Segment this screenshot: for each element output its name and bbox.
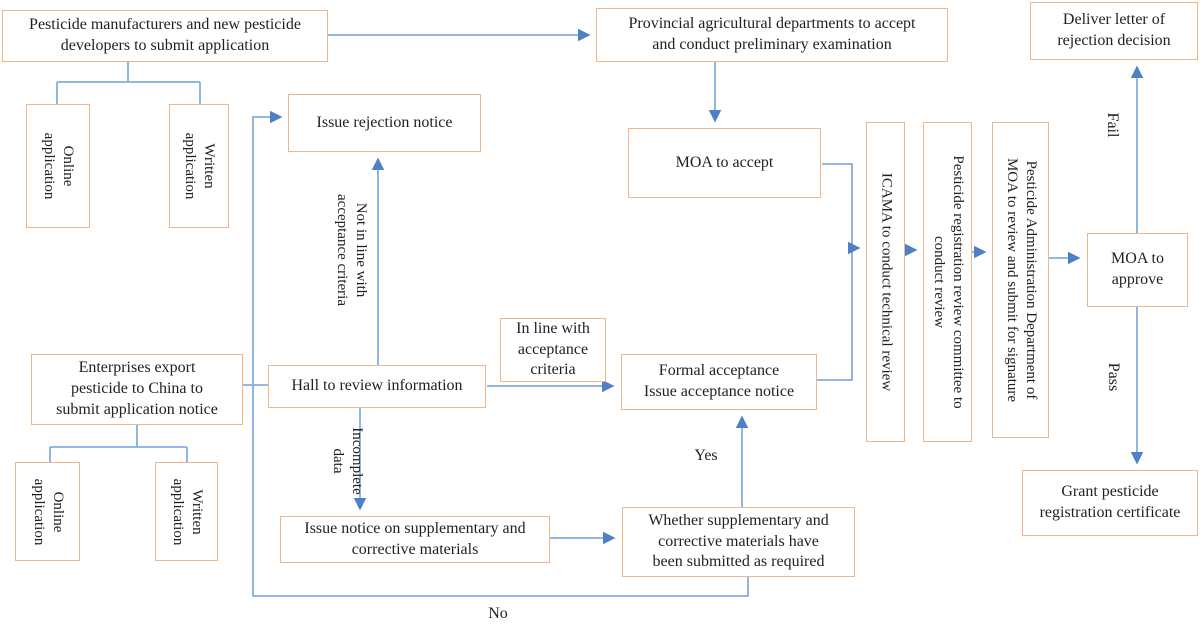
node-written-application-top-text: Written application — [182, 132, 217, 200]
node-online-application-top-text: Online application — [41, 132, 76, 200]
node-registration-review-committee-text: Pesticide registration review committee … — [930, 155, 966, 409]
node-icama-technical-review-text: ICAMA to conduct technical review — [877, 172, 894, 392]
node-written-application-bottom-text: Written application — [169, 478, 205, 545]
node-online-application-top: Online application — [26, 104, 90, 228]
node-whether-supplementary: Whether supplementary and corrective mat… — [622, 507, 855, 577]
label-not-in-line: Not in line with acceptance criteria — [334, 194, 369, 306]
connector-moa-accept-and-formal-merge — [817, 163, 853, 381]
label-yes: Yes — [694, 447, 718, 464]
label-incomplete-data: Incomplete data — [330, 427, 365, 495]
node-pesticide-manufacturers-text: Pesticide manufacturers and new pesticid… — [29, 16, 301, 54]
node-in-line-criteria-text: In line with acceptance criteria — [516, 319, 590, 379]
node-deliver-rejection-letter: Deliver letter of rejection decision — [1030, 2, 1198, 60]
node-enterprises-export: Enterprises export pesticide to China to… — [31, 354, 243, 425]
node-formal-acceptance: Formal acceptance Issue acceptance notic… — [621, 354, 817, 410]
node-written-application-bottom: Written application — [155, 462, 218, 561]
node-enterprises-export-text: Enterprises export pesticide to China to… — [56, 359, 218, 418]
label-pass: Pass — [1105, 362, 1122, 392]
node-pesticide-administration-department-text: Pesticide Administration Department of M… — [1003, 157, 1039, 403]
node-pesticide-manufacturers: Pesticide manufacturers and new pesticid… — [2, 10, 328, 62]
node-written-application-top: Written application — [169, 104, 229, 228]
connector-manufacturers-split — [56, 62, 201, 104]
node-moa-to-accept: MOA to accept — [628, 128, 821, 198]
node-online-application-bottom-text: Online application — [30, 478, 66, 545]
node-hall-review-text: Hall to review information — [291, 377, 463, 395]
label-no: No — [488, 605, 508, 622]
label-fail: Fail — [1104, 112, 1121, 138]
node-icama-technical-review: ICAMA to conduct technical review — [866, 122, 905, 442]
node-deliver-rejection-letter-text: Deliver letter of rejection decision — [1057, 11, 1171, 49]
node-formal-acceptance-text: Formal acceptance Issue acceptance notic… — [643, 362, 795, 400]
node-hall-review: Hall to review information — [268, 365, 486, 408]
node-issue-supplementary-notice: Issue notice on supplementary and correc… — [280, 516, 550, 563]
connector-enterprises-split — [49, 425, 188, 462]
node-moa-to-approve-text: MOA to approve — [1111, 250, 1164, 288]
node-grant-registration-certificate: Grant pesticide registration certificate — [1022, 470, 1198, 536]
node-issue-supplementary-notice-text: Issue notice on supplementary and correc… — [304, 519, 526, 558]
node-online-application-bottom: Online application — [15, 462, 80, 561]
node-registration-review-committee: Pesticide registration review committee … — [923, 122, 972, 442]
node-issue-rejection-notice-text: Issue rejection notice — [316, 113, 453, 131]
node-provincial-departments: Provincial agricultural departments to a… — [596, 8, 948, 62]
node-pesticide-administration-department: Pesticide Administration Department of M… — [992, 122, 1049, 438]
node-moa-to-accept-text: MOA to accept — [675, 153, 774, 171]
node-whether-supplementary-text: Whether supplementary and corrective mat… — [648, 511, 829, 571]
node-moa-to-approve: MOA to approve — [1087, 233, 1188, 307]
node-provincial-departments-text: Provincial agricultural departments to a… — [628, 15, 916, 53]
node-issue-rejection-notice: Issue rejection notice — [288, 94, 481, 152]
node-in-line-criteria: In line with acceptance criteria — [500, 318, 606, 382]
node-grant-registration-certificate-text: Grant pesticide registration certificate — [1039, 483, 1181, 521]
